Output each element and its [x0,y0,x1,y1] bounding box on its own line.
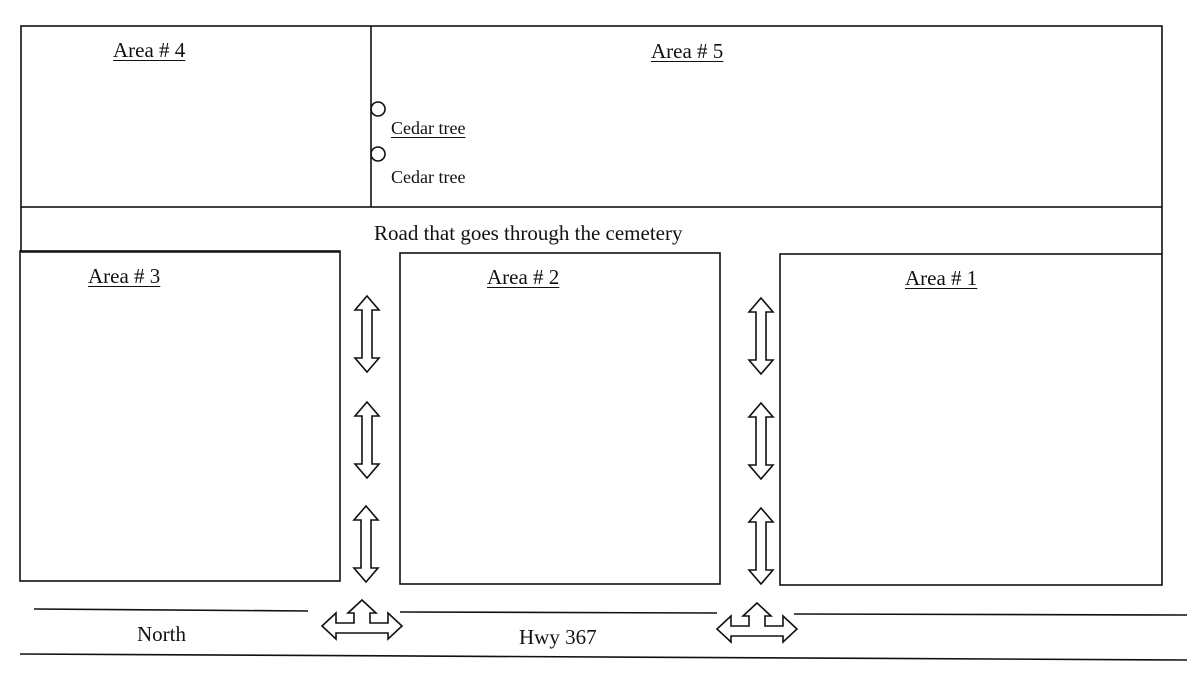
highway-top-line-1 [33,608,309,612]
double-arrow-icon [354,295,380,373]
cedar-tree-icon [370,101,386,117]
entrance-arrow-icon [321,599,403,640]
area-5-label: Area # 5 [651,39,724,63]
area-2-label: Area # 2 [487,265,560,289]
double-arrow-icon [748,297,774,375]
double-arrow-icon [748,507,774,585]
double-arrow-icon [748,402,774,480]
area-1-label: Area # 1 [905,266,978,290]
area-3-label: Area # 3 [88,264,161,288]
entrance-arrow-icon [716,602,798,643]
highway-label: Hwy 367 [519,625,597,649]
internal-road-label: Road that goes through the cemetery [374,221,683,245]
area-3-box [19,250,341,582]
area-1-box [779,253,1163,586]
double-arrow-icon [354,401,380,479]
double-arrow-icon [353,505,379,583]
highway-bottom-line [19,653,1187,661]
cedar-tree-label: Cedar tree [391,167,466,187]
cedar-tree-icon [370,146,386,162]
area-4-label: Area # 4 [113,38,186,62]
cedar-tree-label: Cedar tree [391,118,466,138]
top-block-border [20,25,1163,208]
highway-top-line-2 [399,611,718,614]
area-2-box [399,252,721,585]
north-label: North [137,622,186,646]
highway-top-line-3 [793,613,1187,616]
